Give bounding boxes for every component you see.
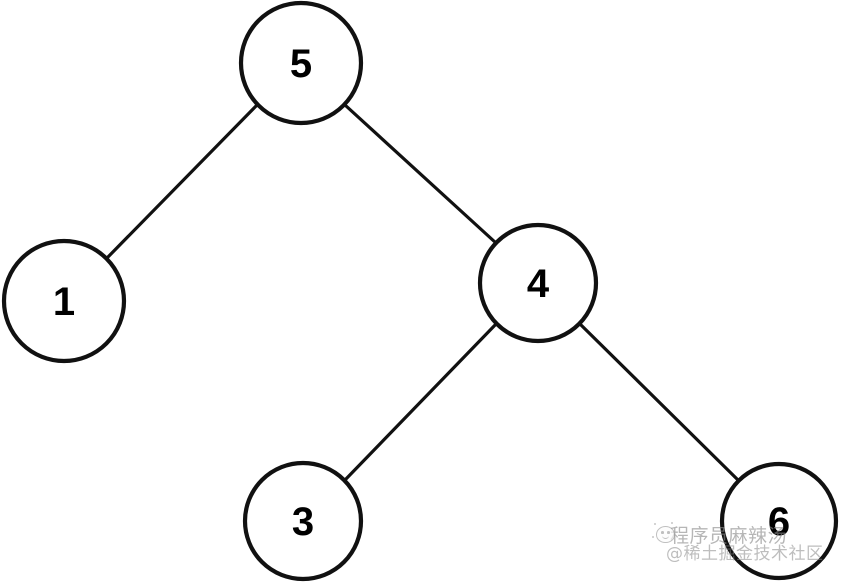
node-1[interactable]: 1 — [1, 238, 127, 364]
node-3-label: 3 — [292, 500, 314, 544]
node-5-label: 5 — [290, 42, 312, 86]
edge-group — [105, 103, 740, 482]
node-3[interactable]: 3 — [242, 460, 364, 582]
edge-5-to-4 — [343, 103, 498, 245]
node-5-circle[interactable] — [238, 0, 364, 126]
node-1-circle[interactable] — [1, 238, 127, 364]
node-6-label: 6 — [768, 500, 790, 544]
node-4[interactable]: 4 — [477, 222, 599, 344]
node-1-label: 1 — [53, 280, 75, 324]
node-5[interactable]: 5 — [238, 0, 364, 126]
edge-4-to-3 — [343, 321, 499, 482]
edge-4-to-6 — [578, 322, 740, 482]
node-6-circle[interactable] — [719, 461, 839, 581]
node-4-circle[interactable] — [477, 222, 599, 344]
node-3-circle[interactable] — [242, 460, 364, 582]
node-6[interactable]: 6 — [719, 461, 839, 581]
edge-5-to-1 — [105, 103, 259, 260]
node-4-label: 4 — [527, 262, 550, 306]
